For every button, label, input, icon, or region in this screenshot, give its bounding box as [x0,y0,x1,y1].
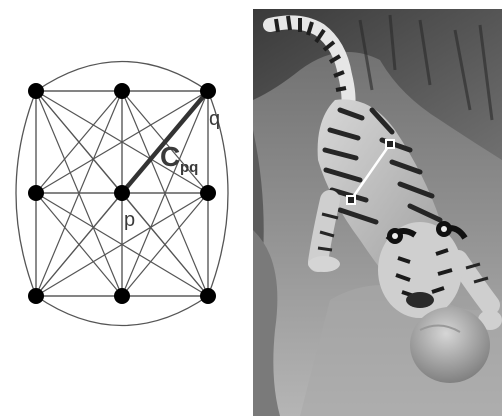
node-br [200,288,216,304]
tiger-photograph [253,9,502,416]
node-bc [114,288,130,304]
node-mr [200,185,216,201]
node-bl [28,288,44,304]
node-c [114,185,130,201]
node-tc [114,83,130,99]
pixel-marker-p [347,196,355,204]
node-label-q: q [209,108,220,130]
node-tl [28,83,44,99]
edge-label-c: C [160,141,180,172]
complete-graph-diagram: q p C pq [16,62,228,326]
edge-label-c-subscript: pq [180,159,198,176]
tiger-ball [410,307,490,383]
node-tr [200,83,216,99]
node-ml [28,185,44,201]
pixel-marker-q [386,140,394,148]
node-label-p: p [124,209,135,231]
